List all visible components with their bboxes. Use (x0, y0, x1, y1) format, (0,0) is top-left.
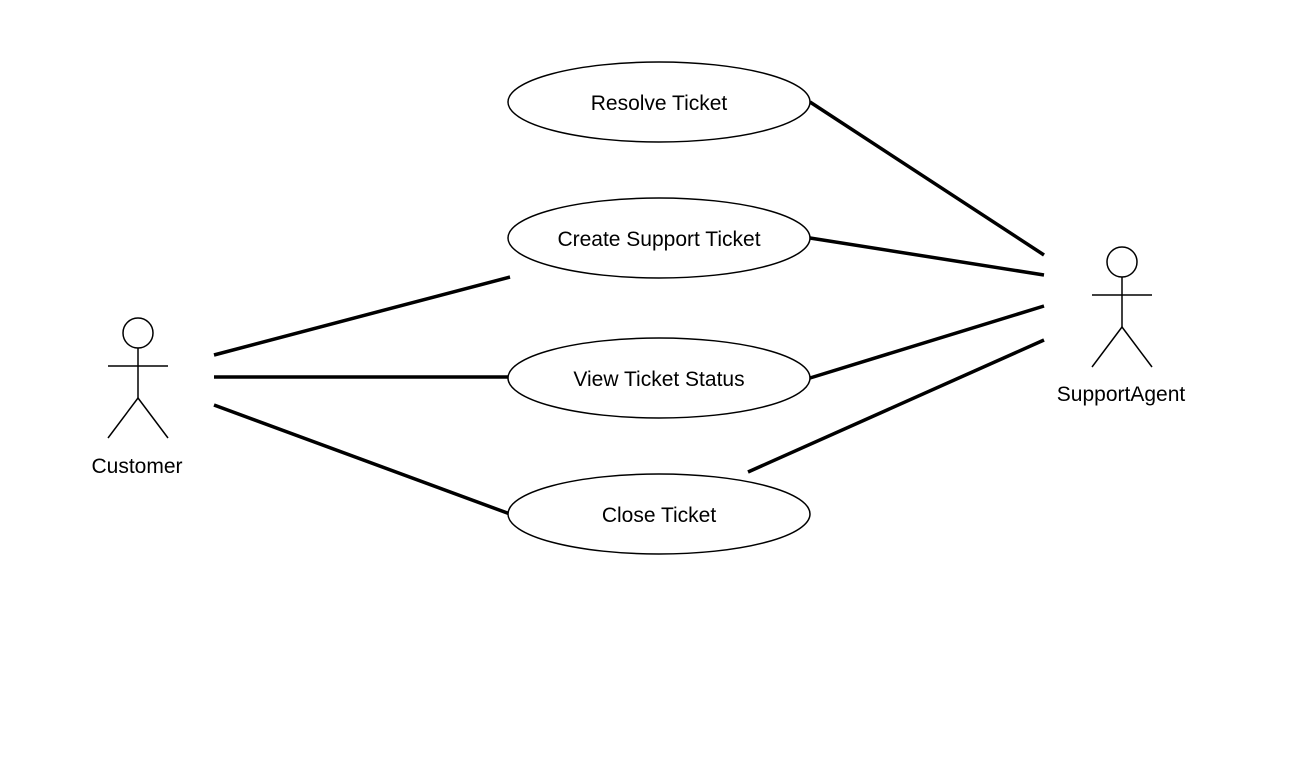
use-case-label: Close Ticket (602, 504, 717, 527)
associations (213, 100, 1045, 516)
actor-customer: Customer (91, 317, 183, 478)
use-case-view-ticket-status: View Ticket Status (507, 337, 811, 419)
association-supportagent-close-ticket (747, 338, 1045, 474)
use-case-create-support-ticket: Create Support Ticket (507, 197, 811, 279)
association-supportagent-create-support-ticket (809, 236, 1045, 277)
use-case-close-ticket: Close Ticket (507, 473, 811, 555)
use-case-ellipse (507, 197, 811, 279)
use-case-label: View Ticket Status (573, 368, 744, 391)
association-supportagent-resolve-ticket (809, 100, 1045, 257)
use-case-resolve-ticket: Resolve Ticket (507, 61, 811, 143)
actor-label: SupportAgent (1057, 383, 1186, 406)
association-supportagent-view-ticket-status (809, 304, 1045, 380)
use-case-label: Resolve Ticket (591, 92, 728, 115)
use-case-label: Create Support Ticket (557, 228, 760, 251)
association-customer-create-support-ticket (213, 275, 511, 357)
use-case-ellipse (507, 473, 811, 555)
stick-figure-icon (107, 317, 169, 439)
use-case-ellipse (507, 61, 811, 143)
stick-figure-icon (1091, 246, 1153, 368)
actor-supportagent: SupportAgent (1057, 246, 1186, 406)
use-case-ellipse (507, 337, 811, 419)
actor-label: Customer (91, 455, 182, 478)
association-customer-close-ticket (213, 403, 511, 516)
